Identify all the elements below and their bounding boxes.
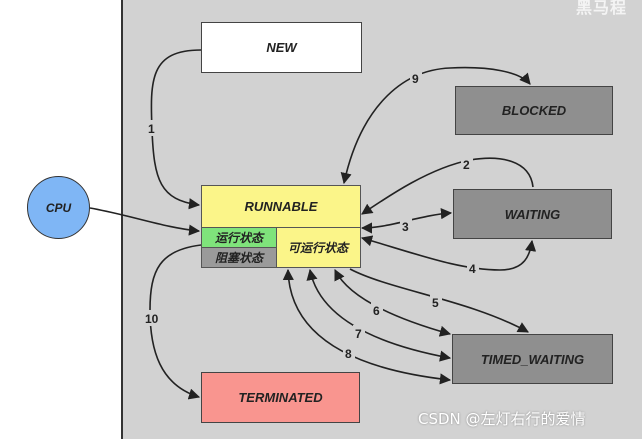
state-runnable-group: RUNNABLE 运行状态 阻塞状态 可运行状态: [201, 185, 361, 268]
edge-label-3: 3: [402, 220, 409, 234]
edge-1: [150, 49, 202, 210]
cpu-node: CPU: [27, 176, 90, 239]
edge-label-4: 4: [469, 262, 476, 276]
state-timed-waiting: TIMED_WAITING: [452, 334, 613, 384]
edge-label-10: 10: [145, 312, 159, 326]
edge-cpu: [89, 207, 201, 236]
edge-label-2: 2: [463, 158, 470, 172]
state-terminated: TERMINATED: [201, 372, 360, 423]
edge-4: [360, 235, 537, 271]
substate-running: 运行状态: [202, 228, 277, 248]
edge-9: [340, 66, 531, 185]
state-waiting: WAITING: [453, 189, 612, 239]
edge-label-5: 5: [432, 296, 439, 310]
edge-label-1: 1: [148, 122, 155, 136]
edge-label-9: 9: [412, 72, 419, 86]
substate-ready: 可运行状态: [287, 241, 348, 255]
watermark-top: 黑马程: [576, 0, 628, 17]
edge-8: [282, 268, 452, 385]
state-blocked: BLOCKED: [455, 86, 613, 135]
state-new: NEW: [201, 22, 362, 73]
substate-blocked: 阻塞状态: [202, 248, 277, 267]
edge-label-6: 6: [373, 304, 380, 318]
watermark: CSDN @左灯右行的爱情: [418, 410, 586, 428]
state-runnable: RUNNABLE: [202, 186, 360, 228]
edge-label-7: 7: [355, 327, 362, 341]
edge-label-8: 8: [345, 347, 352, 361]
